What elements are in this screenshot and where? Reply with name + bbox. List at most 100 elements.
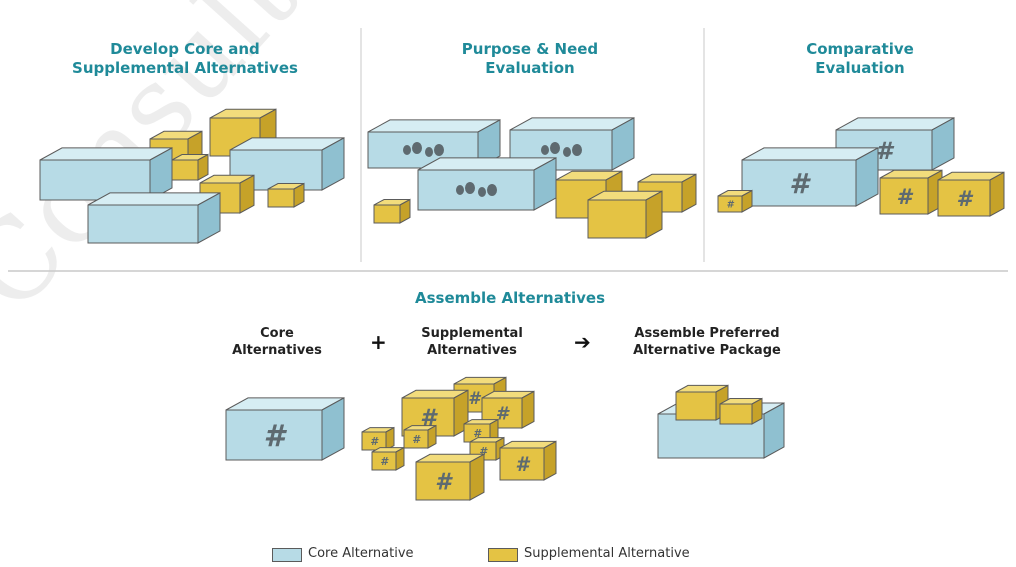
panel-2-title-line1: Purpose & Need — [461, 40, 599, 58]
thumbs-up-icon — [541, 145, 549, 155]
box-front-face — [373, 204, 401, 224]
box-front-face — [879, 177, 929, 215]
legend-core-label: Core Alternative — [308, 546, 414, 561]
box-side-face — [427, 424, 437, 449]
panel-1-title-line1: Develop Core and — [110, 40, 260, 58]
core-alternative-box: # — [225, 397, 345, 461]
box-top-face — [39, 147, 173, 161]
core-label-line2: Alternatives — [232, 343, 322, 358]
box-side-face — [645, 190, 663, 239]
hash-icon: # — [370, 435, 379, 448]
hash-icon: # — [380, 455, 389, 468]
supplemental-alternative-box — [171, 153, 209, 181]
box-top-face — [417, 157, 557, 171]
hash-icon: # — [420, 405, 438, 431]
box-side-face — [543, 440, 557, 481]
box-side-face — [521, 390, 535, 429]
box-front-face — [717, 195, 743, 213]
box-side-face — [395, 446, 405, 471]
thumbs-up-icon — [412, 142, 422, 154]
hash-icon: # — [956, 187, 973, 212]
thumbs-down-icon — [434, 144, 444, 156]
panel-3-title: Comparative Evaluation — [760, 40, 960, 78]
preferred-label-line2: Alternative Package — [633, 343, 781, 358]
box-top-face — [367, 119, 501, 133]
core-alternative-box — [417, 157, 557, 211]
plus-sign: + — [370, 330, 387, 354]
supplemental-alternative-box: # — [937, 171, 1005, 217]
legend-supplemental-label: Supplemental Alternative — [524, 546, 690, 561]
supplemental-alternative-box: # — [371, 446, 405, 471]
supplemental-alternative-box: # — [415, 453, 485, 501]
box-front-face — [719, 403, 753, 425]
hash-icon: # — [473, 427, 482, 440]
box-side-face — [385, 426, 395, 451]
thumbs-down-icon — [572, 144, 582, 156]
supplemental-alternative-box — [373, 198, 411, 224]
hash-icon: # — [468, 388, 482, 408]
core-alternative-box — [87, 192, 221, 244]
preferred-package-label: Assemble Preferred Alternative Package — [612, 325, 802, 359]
supplemental-alternatives-label: Supplemental Alternatives — [402, 325, 542, 359]
supplemental-alternative-box — [267, 182, 305, 208]
supplemental-alternative-box — [587, 190, 663, 239]
hash-icon: # — [896, 185, 913, 210]
supp-label-line2: Alternatives — [427, 343, 517, 358]
box-side-face — [989, 171, 1005, 217]
panel-3-title-line2: Evaluation — [815, 59, 905, 77]
thumbs-up-icon — [465, 182, 475, 194]
thumbs-up-icon — [403, 145, 411, 155]
box-front-face — [415, 461, 471, 501]
box-front-face — [371, 451, 397, 471]
legend-supplemental-swatch — [488, 548, 518, 562]
box-front-face — [587, 199, 647, 239]
panel-2-title-line2: Evaluation — [485, 59, 575, 77]
box-front-face — [499, 447, 545, 481]
arrow-right-icon: ➔ — [574, 330, 591, 354]
supplemental-alternative-box: # — [403, 424, 437, 449]
box-front-face — [675, 391, 717, 421]
hash-icon: # — [789, 167, 811, 200]
box-side-face — [469, 453, 485, 501]
supplemental-alternative-box — [719, 397, 763, 425]
box-front-face — [171, 159, 199, 181]
supp-label-line1: Supplemental — [421, 326, 523, 341]
box-front-face — [937, 179, 991, 217]
supplemental-alternative-box: # — [499, 440, 557, 481]
panel-3-title-line1: Comparative — [806, 40, 914, 58]
box-front-face — [225, 409, 323, 461]
core-alternative-box: # — [741, 147, 879, 207]
box-top-face — [741, 147, 879, 161]
box-top-face — [87, 192, 221, 206]
hash-icon: # — [435, 469, 453, 495]
supplemental-alternative-box: # — [879, 169, 943, 215]
panel-1-title-line2: Supplemental Alternatives — [72, 59, 298, 77]
thumbs-down-icon — [425, 147, 433, 157]
assemble-title: Assemble Alternatives — [414, 289, 606, 307]
hash-icon: # — [496, 404, 511, 425]
box-front-face — [87, 204, 199, 244]
hash-icon: # — [412, 433, 421, 446]
hash-icon: # — [479, 445, 488, 458]
box-front-face — [403, 429, 429, 449]
supplemental-alternative-box: # — [717, 189, 753, 213]
supplemental-alternative-box: # — [361, 426, 395, 451]
core-label-line1: Core — [260, 326, 294, 341]
preferred-label-line1: Assemble Preferred — [634, 326, 780, 341]
hash-icon: # — [515, 453, 530, 476]
thumbs-down-icon — [487, 184, 497, 196]
hash-icon: # — [876, 137, 895, 165]
thumbs-down-icon — [478, 187, 486, 197]
box-front-face — [267, 188, 295, 208]
panel-1-title: Develop Core and Supplemental Alternativ… — [40, 40, 330, 78]
box-front-face — [417, 169, 535, 211]
thumbs-up-icon — [550, 142, 560, 154]
legend-core-swatch — [272, 548, 302, 562]
panel-2-title: Purpose & Need Evaluation — [400, 40, 660, 78]
hash-icon: # — [264, 419, 288, 454]
core-alternative-box — [39, 147, 173, 201]
hash-icon: # — [727, 200, 735, 211]
thumbs-up-icon — [456, 185, 464, 195]
